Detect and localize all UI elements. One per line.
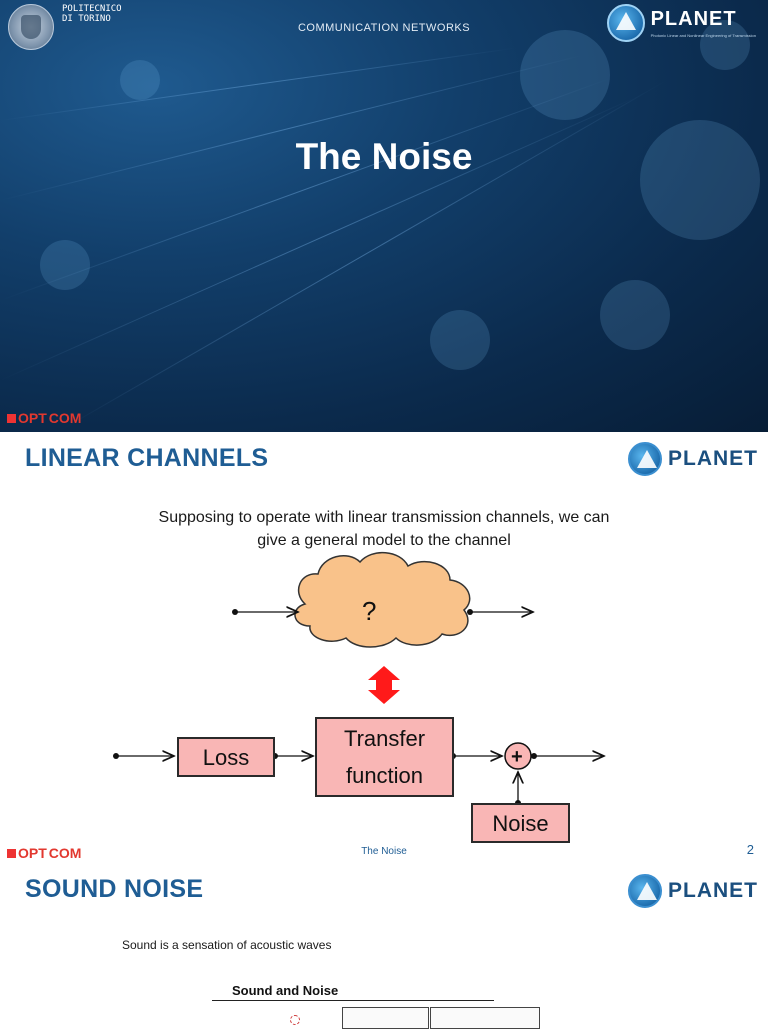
page-number: 2 bbox=[746, 842, 754, 857]
figure-panel bbox=[430, 1007, 540, 1029]
channel-model-diagram: ? + bbox=[113, 551, 768, 806]
planet-icon bbox=[606, 4, 645, 42]
bokeh-light bbox=[640, 120, 760, 240]
fiber-line bbox=[0, 47, 516, 121]
equivalence-double-arrow-icon bbox=[368, 666, 400, 704]
university-seal-logo bbox=[8, 4, 54, 50]
slide-heading: SOUND NOISE bbox=[25, 875, 204, 903]
planet-brand-text: PLANET bbox=[668, 879, 758, 902]
planet-brand-text: PLANET bbox=[668, 447, 758, 470]
planet-icon bbox=[628, 874, 662, 908]
transfer-function-block: Transfer function bbox=[315, 717, 454, 797]
planet-brand-text: PLANET bbox=[650, 8, 737, 30]
figure-title: Sound and Noise bbox=[232, 983, 339, 998]
planet-brand-subtitle: Photonic Linear and Nonlinear Engineerin… bbox=[650, 33, 756, 38]
sound-noise-slide: SOUND NOISE PLANET Sound is a sensation … bbox=[0, 864, 768, 1029]
slide-heading: LINEAR CHANNELS bbox=[25, 444, 269, 472]
unknown-label: ? bbox=[362, 596, 376, 626]
slide-title: The Noise bbox=[295, 136, 473, 177]
loss-block: Loss bbox=[177, 737, 275, 777]
unknown-channel-cloud bbox=[294, 551, 471, 648]
bokeh-light bbox=[40, 240, 90, 290]
sum-label: + bbox=[511, 746, 523, 768]
course-name: COMMUNICATION NETWORKS bbox=[297, 22, 471, 34]
planet-logo: PLANET bbox=[628, 874, 758, 908]
slide-description: Supposing to operate with linear transmi… bbox=[158, 509, 610, 549]
bokeh-light bbox=[700, 20, 750, 70]
fiber-line bbox=[60, 80, 667, 431]
noise-block: Noise bbox=[471, 803, 570, 843]
bokeh-light bbox=[120, 60, 160, 100]
bokeh-light bbox=[430, 310, 490, 370]
figure-panel bbox=[342, 1007, 429, 1029]
bokeh-light bbox=[600, 280, 670, 350]
planet-logo: PLANET bbox=[628, 442, 758, 476]
linear-channels-slide: LINEAR CHANNELS PLANET Supposing to oper… bbox=[0, 432, 768, 864]
planet-logo: PLANET Photonic Linear and Nonlinear Eng… bbox=[606, 4, 756, 42]
figure-title-rule bbox=[212, 1000, 494, 1001]
bokeh-light bbox=[520, 30, 610, 120]
footer-title: The Noise bbox=[361, 846, 407, 857]
university-name: POLITECNICO DI TORINO bbox=[62, 4, 122, 24]
optcom-mark-icon bbox=[7, 413, 16, 423]
title-slide: POLITECNICO DI TORINO COMMUNICATION NETW… bbox=[0, 0, 768, 432]
slide-intro-text: Sound is a sensation of acoustic waves bbox=[122, 938, 332, 952]
fiber-line bbox=[0, 77, 612, 301]
planet-icon bbox=[628, 442, 662, 476]
optcom-mark-icon bbox=[7, 848, 16, 858]
